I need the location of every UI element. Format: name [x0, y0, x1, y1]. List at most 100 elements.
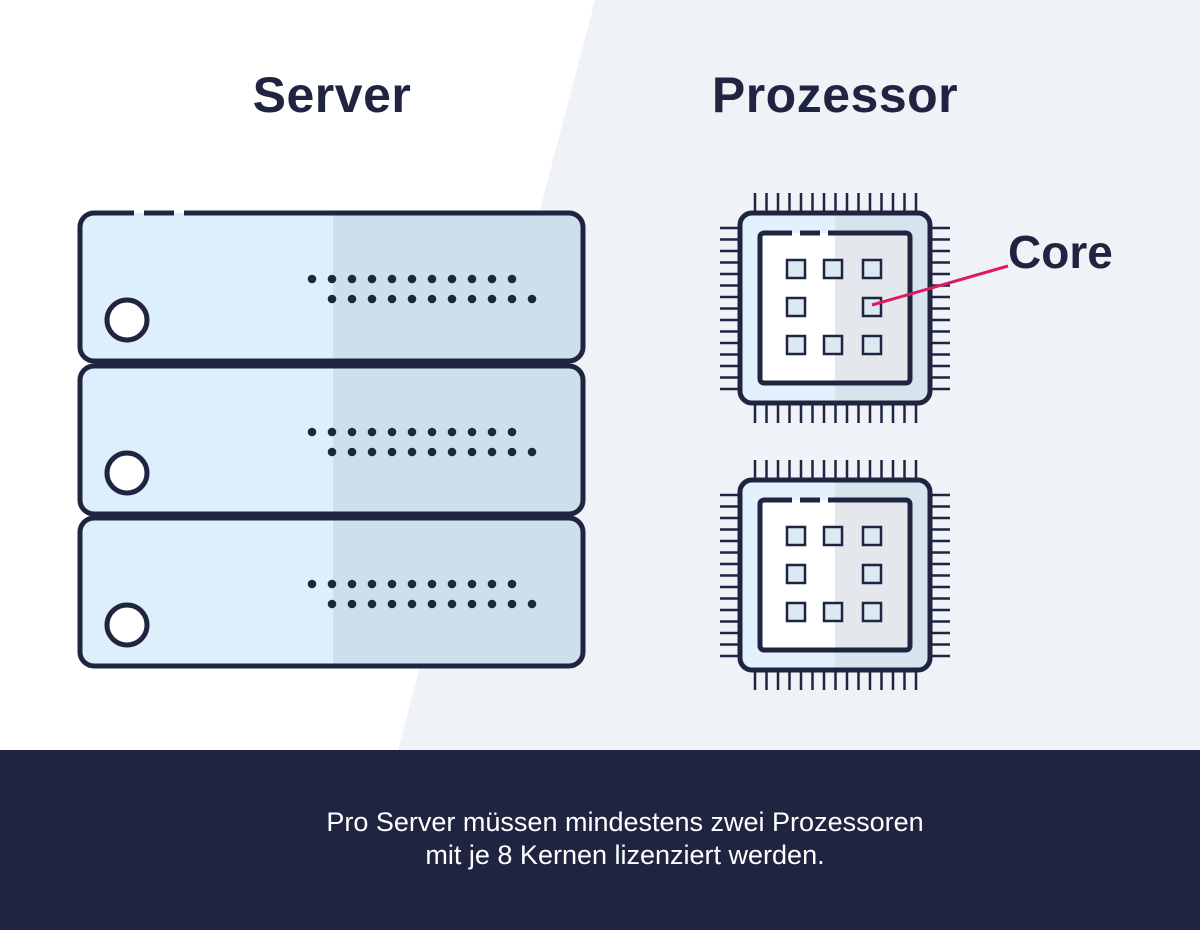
vent-dot [327, 599, 337, 609]
server-title: Server [252, 67, 412, 123]
vent-dot [367, 579, 377, 589]
server-unit [77, 363, 586, 517]
server-unit-shade [333, 366, 583, 514]
vent-dot [387, 294, 397, 304]
core-grid [785, 525, 883, 623]
vent-dot [507, 294, 517, 304]
vent-dot [507, 274, 517, 284]
server-unit-outline [77, 363, 586, 517]
vent-dot [407, 599, 417, 609]
chip-pins [720, 193, 950, 423]
caption-line-2: mit je 8 Kernen lizenziert werden. [425, 840, 825, 870]
core-square [785, 601, 807, 623]
vent-dot [447, 599, 457, 609]
vent-dot [387, 447, 397, 457]
vent-dot [447, 294, 457, 304]
vent-dot [447, 447, 457, 457]
vent-dot [407, 579, 417, 589]
core-square [861, 563, 883, 585]
core-square [822, 525, 844, 547]
vent-dot [347, 579, 357, 589]
vent-dot [467, 294, 477, 304]
server-rack-icon [77, 210, 586, 669]
chip-package-outline [737, 477, 933, 673]
vent-dot [407, 274, 417, 284]
vent-dots-icon [307, 427, 537, 457]
footer-banner [0, 750, 1200, 930]
processor-title: Prozessor [711, 67, 959, 123]
server-unit [77, 515, 586, 669]
vent-dot [427, 427, 437, 437]
vent-dot [327, 427, 337, 437]
chip-package-outline [737, 210, 933, 406]
vent-dot [527, 294, 537, 304]
vent-dot [527, 599, 537, 609]
vent-dot [307, 274, 317, 284]
vent-dot [367, 274, 377, 284]
power-ring-icon [104, 297, 150, 343]
vent-dot [447, 427, 457, 437]
vent-dot [507, 447, 517, 457]
server-unit [77, 210, 586, 364]
chip-pins [720, 460, 950, 690]
vent-dot [387, 274, 397, 284]
vent-dot [327, 579, 337, 589]
vent-dot [347, 447, 357, 457]
vent-dot [367, 599, 377, 609]
core-pointer-line [871, 264, 1009, 307]
core-square [785, 334, 807, 356]
vent-dot [507, 579, 517, 589]
core-square [861, 258, 883, 280]
vent-dot [507, 599, 517, 609]
vent-dot [447, 579, 457, 589]
core-label: Core [1008, 226, 1113, 278]
vent-dot [467, 579, 477, 589]
vent-dot [407, 294, 417, 304]
vent-dot [327, 294, 337, 304]
core-grid [785, 258, 883, 356]
vent-dots-icon [307, 579, 537, 609]
vent-dot [487, 294, 497, 304]
vent-dot [467, 447, 477, 457]
vent-dot [347, 599, 357, 609]
vent-dot [367, 427, 377, 437]
core-square [822, 334, 844, 356]
vent-dot [467, 599, 477, 609]
caption-line-1: Pro Server müssen mindestens zwei Prozes… [326, 807, 924, 837]
vent-dot [467, 427, 477, 437]
chip-die-outline [757, 497, 913, 653]
vent-dot [367, 294, 377, 304]
server-unit-shade [333, 518, 583, 666]
core-square [861, 525, 883, 547]
vent-dot [347, 274, 357, 284]
vent-dot [387, 427, 397, 437]
vent-dot [507, 427, 517, 437]
vent-dot [487, 274, 497, 284]
server-unit-outline [77, 515, 586, 669]
vent-dot [527, 447, 537, 457]
vent-dot [447, 274, 457, 284]
vent-dot [347, 294, 357, 304]
vent-dot [307, 427, 317, 437]
core-square [861, 296, 883, 318]
core-square [822, 258, 844, 280]
vent-dot [427, 447, 437, 457]
server-unit-shade [333, 213, 583, 361]
vent-dot [427, 579, 437, 589]
core-square [785, 525, 807, 547]
vent-dot [427, 599, 437, 609]
core-square [785, 258, 807, 280]
vent-dot [347, 427, 357, 437]
vent-dot [407, 427, 417, 437]
vent-dot [487, 427, 497, 437]
vent-dot [407, 447, 417, 457]
cpu-chip-icon [720, 460, 950, 690]
vent-dot [387, 579, 397, 589]
vent-dot [327, 447, 337, 457]
vent-dot [487, 579, 497, 589]
vent-dot [487, 447, 497, 457]
processors-group [720, 193, 950, 690]
vent-dot [327, 274, 337, 284]
vent-dot [307, 579, 317, 589]
